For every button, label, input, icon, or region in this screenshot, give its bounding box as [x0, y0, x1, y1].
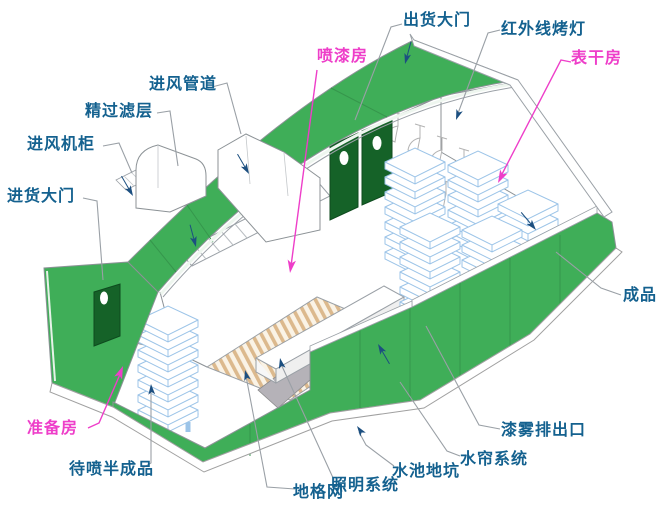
label-semi-finished-to-spray: 待喷半成品 — [69, 459, 155, 478]
air-intake-unit — [115, 133, 321, 243]
label-finished-products: 成品 — [623, 285, 658, 304]
label-water-curtain-system: 水帘系统 — [460, 449, 529, 468]
label-shipping-gate: 出货大门 — [403, 10, 472, 29]
air-intake-hood-shape — [217, 133, 321, 243]
label-preparation-room: 准备房 — [27, 418, 79, 437]
label-paint-mist-outlet: 漆雾排出口 — [501, 420, 587, 439]
right-roof-edge — [409, 33, 613, 218]
leader-lines — [82, 23, 622, 490]
incoming-gate-door — [93, 283, 121, 347]
label-surface-drying-room: 表干房 — [571, 48, 623, 67]
door-window — [100, 291, 108, 305]
label-incoming-gate: 进货大门 — [7, 186, 76, 205]
label-infrared-baking-lamp: 红外线烤灯 — [501, 19, 587, 38]
label-fine-filter-layer: 精过滤层 — [85, 101, 154, 120]
prep-room-stack — [136, 305, 200, 438]
air-intake-cabinet-shape — [135, 144, 207, 213]
label-spray-paint-room: 喷漆房 — [317, 46, 369, 65]
label-air-inlet-cabinet: 进风机柜 — [27, 134, 96, 153]
label-air-inlet-duct: 进风管道 — [149, 74, 218, 93]
label-lighting-system: 照明系统 — [331, 475, 400, 494]
label-floor-grid: 地格网 — [293, 482, 345, 501]
floor-slab-edge — [49, 247, 623, 473]
label-water-pool-pit: 水池地坑 — [392, 461, 461, 480]
